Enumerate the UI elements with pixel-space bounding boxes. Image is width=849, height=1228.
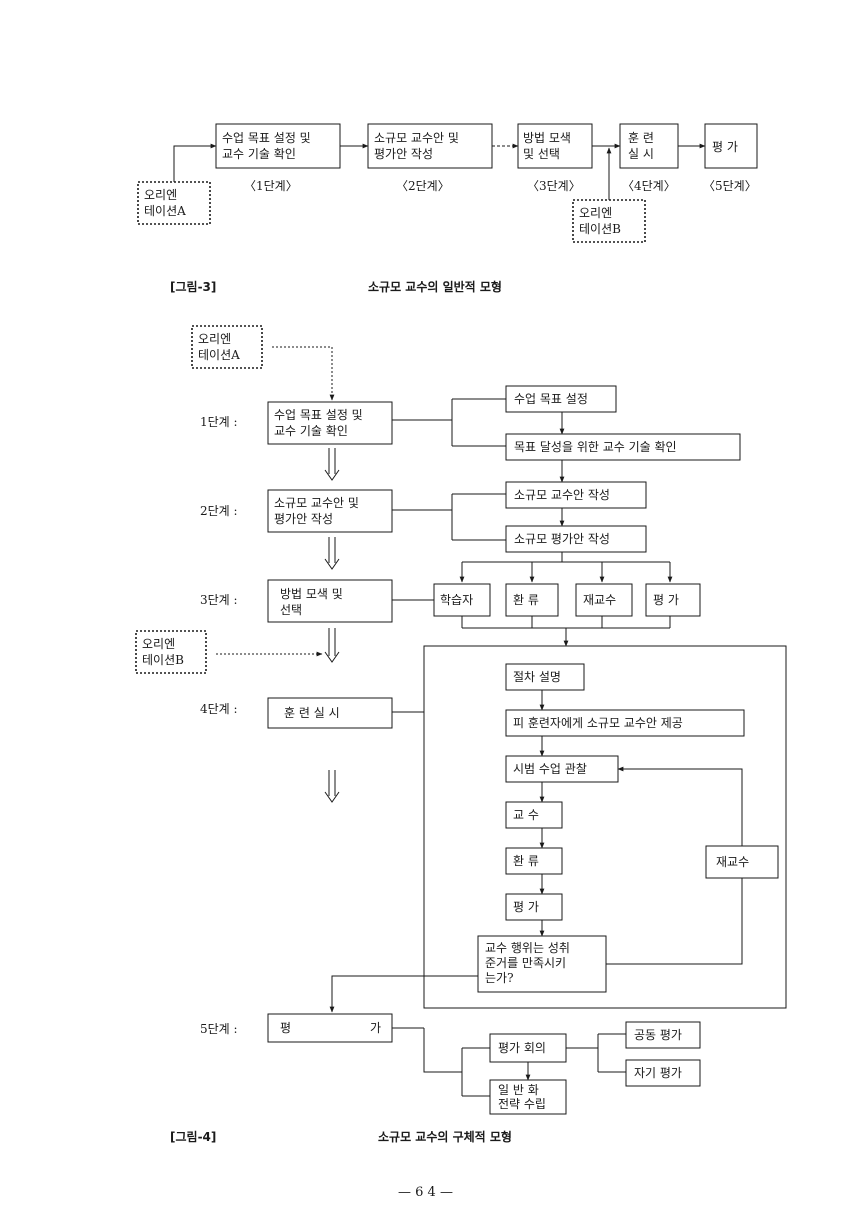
fig4-step-label: 1단계 : [200,415,238,429]
figure4-texts: 오리엔 테이션A 오리엔 테이션B 1단계 : 2단계 : 3단계 : 4단계 … [142,332,749,1111]
fig3-stage-label: 〈1단계〉 [244,179,298,193]
fig4-flow-box [505,663,585,691]
fig3-stage-label: 〈5단계〉 [703,179,757,193]
fig4-step3-detail-text: 평 가 [653,593,679,607]
fig3-step1-text: 수업 목표 설정 및 [222,131,311,145]
fig4-step2-detail-2 [505,525,647,553]
fig3-step1-text: 교수 기술 확인 [222,147,296,161]
fig4-step4-box [267,697,393,729]
fig4-flow-text: 시범 수업 관찰 [513,762,587,776]
fig4-flow-box [505,709,745,737]
fig3-step2-text: 소규모 교수안 및 [374,131,459,145]
fig4-step3-detail [645,583,701,617]
fig4-step5-strategy-text: 전략 수립 [498,1097,546,1111]
fig4-orient-b-text: 오리엔 [142,637,175,651]
fig4-decision-text: 는가? [485,971,514,985]
fig3-step4-text: 실 시 [628,147,654,161]
fig4-step2-detail-text: 소규모 평가안 작성 [514,532,610,546]
fig4-step5-outcome-box [625,1059,701,1087]
fig4-step-label: 3단계 : [200,593,238,607]
fig3-stage-label: 〈4단계〉 [622,179,676,193]
fig4-arrow [329,975,478,1013]
fig4-step1-detail-2 [505,433,741,461]
fig4-step1-detail-text: 목표 달성을 위한 교수 기술 확인 [514,440,677,454]
fig4-step2-text: 평가안 작성 [274,512,333,526]
fig4-flow-text: 교 수 [513,808,539,822]
fig3-stage-label: 〈3단계〉 [527,179,581,193]
fig4-orient-a-text: 테이션A [198,348,240,362]
fig4-flow-box [505,847,563,875]
fig3-orient-a-text: 오리엔 [144,188,177,202]
fig4-reteach-text: 재교수 [716,855,749,869]
figure3-texts: 수업 목표 설정 및 교수 기술 확인 소규모 교수안 및 평가안 작성 방법 … [144,131,757,236]
fig3-step2-text: 평가안 작성 [374,147,433,161]
fig4-decision-text: 준거를 만족시키 [485,956,566,970]
double-arrow-icon [324,628,340,663]
fig3-stage-label: 〈2단계〉 [396,179,450,193]
fig4-step3-text: 방법 모색 및 [280,587,343,601]
fig3-step3-text: 및 선택 [523,147,560,161]
fig4-step5-outcome-text: 자기 평가 [634,1066,682,1080]
double-arrow-icon [324,770,340,803]
fig4-step4-text: 훈 련 실 시 [284,706,340,720]
fig4-step-label: 5단계 : [200,1022,238,1036]
fig4-flow-box [505,801,563,829]
fig4-reteach-loop [617,766,743,846]
fig4-step3-detail [575,583,633,617]
fig4-step5-text: 가 [370,1021,381,1035]
fig4-reteach-loop [606,878,743,965]
fig4-step1-text: 수업 목표 설정 및 [274,408,363,422]
fig4-step2-text: 소규모 교수안 및 [274,496,359,510]
double-arrow-icon [324,448,340,481]
fig4-step1-box [267,401,393,445]
fig4-flow-text: 평 가 [513,900,539,914]
fig4-step5-meeting-text: 평가 회의 [498,1041,546,1055]
fig4-step1-detail-text: 수업 목표 설정 [514,392,588,406]
fig4-flow-box [505,893,563,921]
fig4-step3-detail-text: 환 류 [513,593,539,607]
fig4-step2-detail-1 [505,481,647,509]
figure3-title: 소규모 교수의 일반적 모형 [368,280,502,294]
figure4-label: [그림-4] [170,1130,217,1144]
fig4-orient-a-text: 오리엔 [198,332,231,346]
fig4-step4-container [423,645,787,1009]
fig4-step3-detail-text: 재교수 [583,593,616,607]
fig4-flow-text: 피 훈련자에게 소규모 교수안 제공 [513,716,683,730]
fig3-orient-a-arrow [173,143,217,182]
double-arrow-icon [324,537,340,570]
figure3-general-model [137,123,758,243]
fig4-orient-b-text: 테이션B [142,653,184,667]
fig4-step5-text: 평 [280,1021,291,1035]
fig4-step1-text: 교수 기술 확인 [274,424,348,438]
fig4-step-label: 2단계 : [200,504,238,518]
fig4-orient-a-arrow [272,346,335,401]
figure4-title: 소규모 교수의 구체적 모형 [378,1130,512,1144]
fig4-step3-detail-text: 학습자 [440,593,473,607]
fig3-step3-text: 방법 모색 [523,131,571,145]
fig3-orient-a-text: 테이션A [144,204,186,218]
fig4-step3-text: 선택 [280,603,302,617]
fig3-orient-b-text: 테이션B [579,222,621,236]
fig4-flow-text: 절차 설명 [513,670,561,684]
fig4-step-label: 4단계 : [200,702,238,716]
fig3-orient-b-text: 오리엔 [579,206,612,220]
fig4-step2-detail-text: 소규모 교수안 작성 [514,488,610,502]
page-number: — 6 4 — [398,1185,453,1200]
fig4-step3-box [267,579,393,623]
fig4-decision-text: 교수 행위는 성취 [485,940,570,955]
fig4-step5-outcome-box [625,1021,701,1049]
fig3-step5-text: 평 가 [712,140,738,154]
figure3-label: [그림-3] [170,280,217,294]
fig4-step2-box [267,489,393,533]
fig4-step5-outcome-text: 공동 평가 [634,1028,682,1042]
figure4-specific-model [135,325,787,1115]
fig4-flow-text: 환 류 [513,854,539,868]
fig4-step5-strategy-text: 일 반 화 [498,1083,539,1097]
fig3-step4-text: 훈 련 [628,131,654,145]
